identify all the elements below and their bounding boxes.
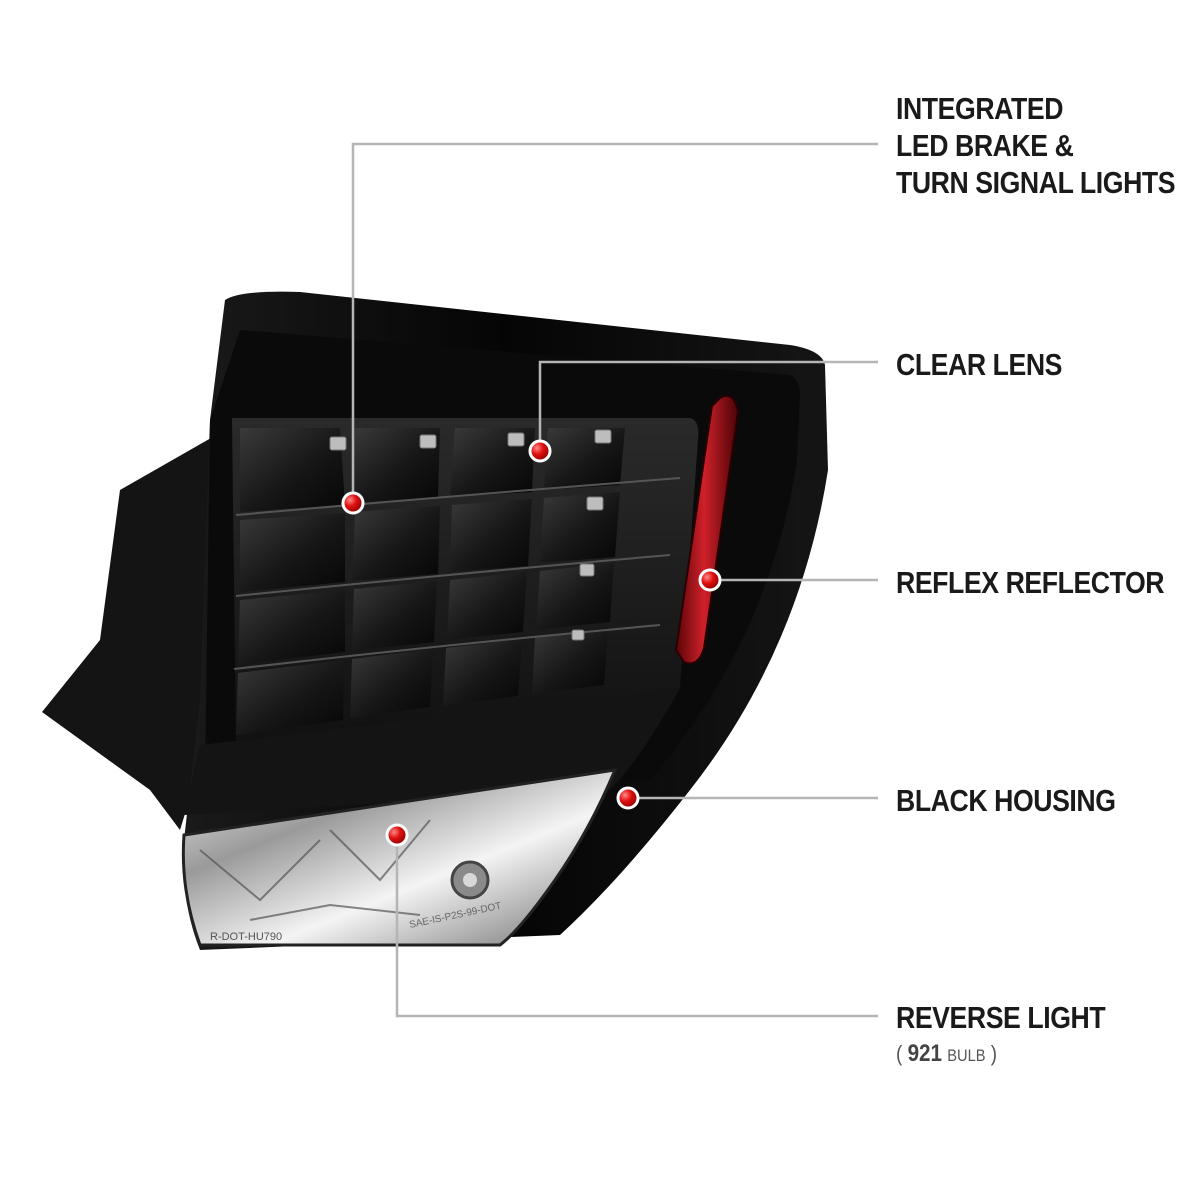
led-cell — [350, 649, 433, 718]
led-cell — [236, 660, 344, 735]
marker-housing — [616, 786, 640, 810]
led-shelf-lines — [233, 477, 681, 670]
callout-label-led-line1: INTEGRATED — [896, 91, 1064, 126]
led-cell — [450, 499, 532, 572]
led-cell — [544, 428, 625, 490]
callout-label-led-line2: LED BRAKE & — [896, 128, 1074, 163]
led-cell — [240, 428, 345, 512]
lens-print-left: R-DOT-HU790 — [210, 931, 282, 943]
callout-line-led — [351, 142, 878, 503]
callout-line-lens — [538, 360, 878, 451]
callout-line-reverse — [395, 835, 878, 1018]
bulb-number: 921 — [907, 1040, 943, 1067]
callout-markers — [341, 439, 722, 847]
led-chip — [329, 436, 347, 451]
bulb-word: BULB — [947, 1046, 986, 1065]
lens-facets — [199, 819, 431, 921]
led-cell — [447, 572, 527, 640]
marker-reflex — [698, 568, 722, 592]
led-cell — [238, 590, 345, 665]
led-chip — [419, 434, 437, 449]
callout-label-lens: CLEAR LENS — [896, 347, 1063, 382]
led-chip — [586, 496, 604, 511]
led-chip — [507, 432, 525, 447]
led-cell — [352, 428, 440, 504]
marker-led — [341, 491, 365, 515]
marker-lens — [528, 439, 552, 463]
led-chip — [579, 563, 595, 577]
callout-label-housing: BLACK HOUSING — [896, 783, 1116, 818]
led-cell — [540, 492, 620, 563]
callout-label-reverse: REVERSE LIGHT — [896, 1000, 1106, 1035]
callout-label-reflex: REFLEX REFLECTOR — [896, 565, 1165, 600]
callout-label-led-line3: TURN SIGNAL LIGHTS — [896, 165, 1176, 200]
led-cell — [352, 506, 440, 581]
led-chip — [571, 629, 585, 641]
led-chip — [594, 429, 612, 444]
callout-sublabel-bulb: ( 921 BULB ) — [896, 1040, 997, 1068]
mounting-flange — [42, 430, 225, 830]
bulb-open-paren: ( — [896, 1041, 903, 1066]
reverse-bulb-core — [463, 873, 477, 887]
led-chips — [329, 429, 612, 641]
callout-label-led: INTEGRATED LED BRAKE & TURN SIGNAL LIGHT… — [896, 90, 1176, 201]
marker-reverse — [385, 823, 409, 847]
led-cell-grid — [236, 428, 625, 735]
bulb-close-paren: ) — [990, 1041, 998, 1066]
led-cell — [240, 513, 345, 592]
led-cell — [443, 639, 522, 706]
led-cell — [352, 581, 437, 651]
callout-lines — [351, 142, 878, 1018]
reflex-reflector — [674, 394, 740, 665]
led-cell — [536, 563, 614, 630]
led-cell — [532, 629, 608, 694]
